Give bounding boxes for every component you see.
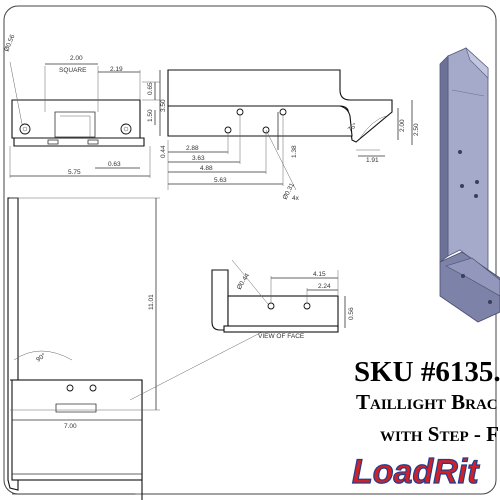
- hole: [267, 302, 275, 310]
- dim-575: 5.75: [68, 169, 81, 176]
- bracket-upright-face: [447, 47, 489, 271]
- view-of-face-label: VIEW OF FACE: [258, 333, 305, 340]
- dim-219: 2.19: [110, 66, 123, 73]
- view-of-face: Ø0.44 4.15 2.24 0.56 VIEW OF FACE: [211, 259, 355, 340]
- hole: [120, 123, 132, 135]
- dim-363: 3.63: [192, 155, 205, 162]
- title-block: SKU #6135. Taillight Brac with Step - F …: [351, 356, 500, 492]
- dim-150: 1.50: [147, 109, 154, 122]
- dim-200b: 2.00: [399, 119, 406, 132]
- dim-250: 2.50: [413, 123, 420, 136]
- dim-288: 2.88: [186, 145, 199, 152]
- isometric-part-render: [439, 47, 500, 323]
- brand-logo: LoadRit: [352, 453, 480, 491]
- dim-angle-90: 90°: [35, 351, 48, 363]
- dim-488: 4.88: [200, 165, 213, 172]
- product-name-line: Taillight Brac: [356, 390, 498, 414]
- dim-563: 5.63: [214, 177, 227, 184]
- dim-056: 0.56: [348, 307, 355, 320]
- dim-200: 2.00: [70, 55, 83, 62]
- hole: [66, 384, 74, 392]
- dim-415: 4.15: [313, 271, 326, 278]
- dim-350: 3.50: [160, 99, 167, 112]
- dim-191: 1.91: [366, 157, 379, 164]
- hole: [19, 123, 31, 135]
- hole: [224, 126, 232, 134]
- hole: [303, 302, 311, 310]
- product-name-line-2: with Step - F: [380, 422, 499, 446]
- sku-title: SKU #6135.: [354, 356, 500, 388]
- dim-1101: 11.01: [148, 294, 155, 310]
- dim-dia-056: Ø0.56: [3, 33, 16, 52]
- top-left-view: Ø0.56 2.00 SQUARE 2.19 0.65 1.50 0.63 5.…: [3, 33, 160, 178]
- hole: [279, 108, 287, 116]
- dim-square: SQUARE: [59, 67, 87, 74]
- dim-065: 0.65: [147, 82, 154, 95]
- hole: [236, 108, 244, 116]
- left-front-view: 11.01 90° 7.00: [7, 197, 263, 500]
- sheet-border: [3, 5, 497, 495]
- dim-044: 0.44: [160, 145, 167, 158]
- dim-063: 0.63: [108, 161, 121, 168]
- dim-700: 7.00: [64, 423, 77, 430]
- top-middle-view: 3.50 0.44 2.88 3.63 4.88 5.63 1.38 Ø0.31…: [159, 69, 420, 202]
- dim-dia-044: Ø0.44: [236, 272, 252, 291]
- dim-4x: 4x: [292, 195, 300, 202]
- hole: [89, 384, 97, 392]
- dim-138: 1.38: [291, 145, 298, 158]
- dim-224: 2.24: [318, 283, 331, 290]
